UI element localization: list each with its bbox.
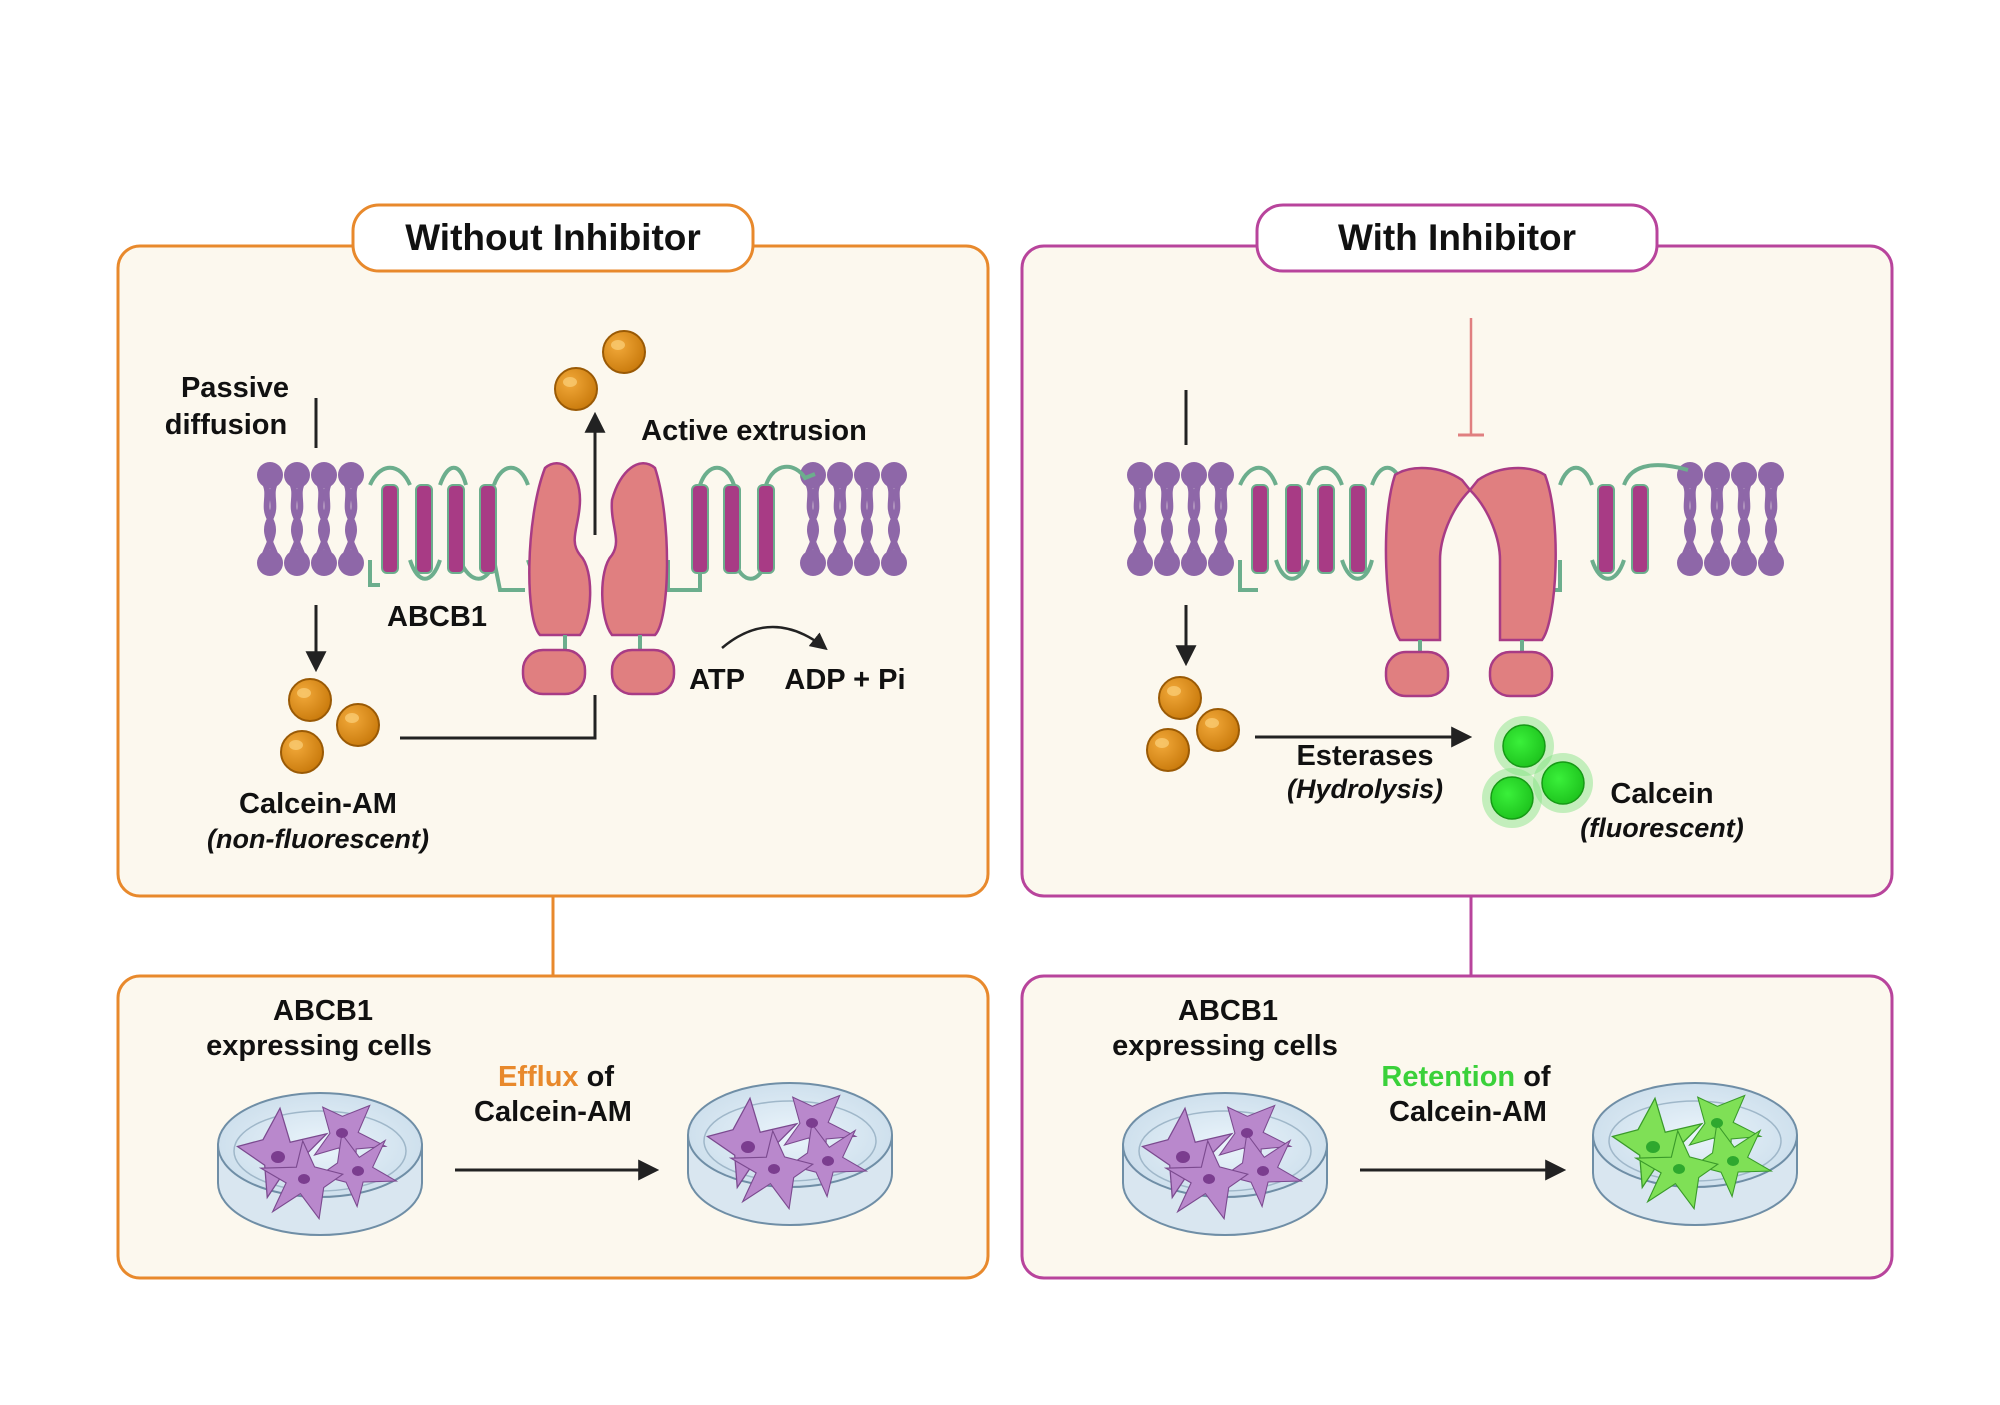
calcein-label: Calcein: [1610, 778, 1713, 810]
calcein-am-ball: [280, 730, 324, 774]
right-title-pill: With Inhibitor: [1255, 203, 1659, 273]
petri-dish-before-right: [1122, 1082, 1328, 1236]
right-cells-label-1: ABCB1: [1178, 995, 1278, 1027]
efflux-result-line1: Efflux of: [498, 1061, 614, 1093]
passive-label-2: diffusion: [165, 409, 287, 441]
fluorescent-label: (fluorescent): [1580, 813, 1744, 843]
esterases-label: Esterases: [1296, 740, 1433, 772]
left-title: Without Inhibitor: [405, 217, 701, 258]
calcein-am-ball: [1158, 676, 1202, 720]
calcein-am-ball: [1196, 708, 1240, 752]
adp-label: ADP + Pi: [784, 664, 905, 696]
right-membrane: [1127, 462, 1784, 592]
calcein-am-ball: [554, 367, 598, 411]
calcein-am-label: Calcein-AM: [239, 788, 397, 820]
calcein-am-ball: [288, 678, 332, 722]
left-cells-label-1: ABCB1: [273, 995, 373, 1027]
efflux-of: of: [579, 1061, 615, 1093]
non-fluorescent-label: (non-fluorescent): [207, 824, 429, 854]
left-cells-label-2: expressing cells: [206, 1030, 432, 1062]
abcb1-transporter-open: [521, 462, 676, 696]
hydrolysis-label: (Hydrolysis): [1287, 774, 1443, 804]
retention-result-line2: Calcein-AM: [1389, 1096, 1547, 1128]
petri-dish-before: [217, 1082, 423, 1236]
passive-label-1: Passive: [181, 372, 289, 404]
petri-dish-after-retention: [1592, 1072, 1798, 1226]
efflux-path-line: [400, 695, 597, 740]
abcb1-label: ABCB1: [387, 601, 487, 633]
right-cells-label-2: expressing cells: [1112, 1030, 1338, 1062]
atp-label: ATP: [689, 664, 745, 696]
retention-word: Retention: [1381, 1061, 1515, 1093]
active-extrusion-label: Active extrusion: [641, 415, 867, 447]
calcein-am-ball: [336, 703, 380, 747]
retention-result-line1: Retention of: [1381, 1061, 1550, 1093]
abcb1-transporter-closed: [1384, 466, 1557, 698]
calcein-am-ball: [602, 330, 646, 374]
calcein-am-ball: [1146, 728, 1190, 772]
inhibitor-symbol: [1458, 318, 1484, 437]
atp-hydrolysis-arrow: [721, 625, 828, 651]
petri-dish-after-efflux: [687, 1072, 893, 1226]
right-title: With Inhibitor: [1338, 217, 1576, 258]
efflux-result-line2: Calcein-AM: [474, 1096, 632, 1128]
efflux-word: Efflux: [498, 1061, 579, 1093]
calcein-fluorescent-balls: [1482, 716, 1593, 828]
retention-of: of: [1515, 1061, 1551, 1093]
left-title-pill: Without Inhibitor: [351, 203, 755, 273]
